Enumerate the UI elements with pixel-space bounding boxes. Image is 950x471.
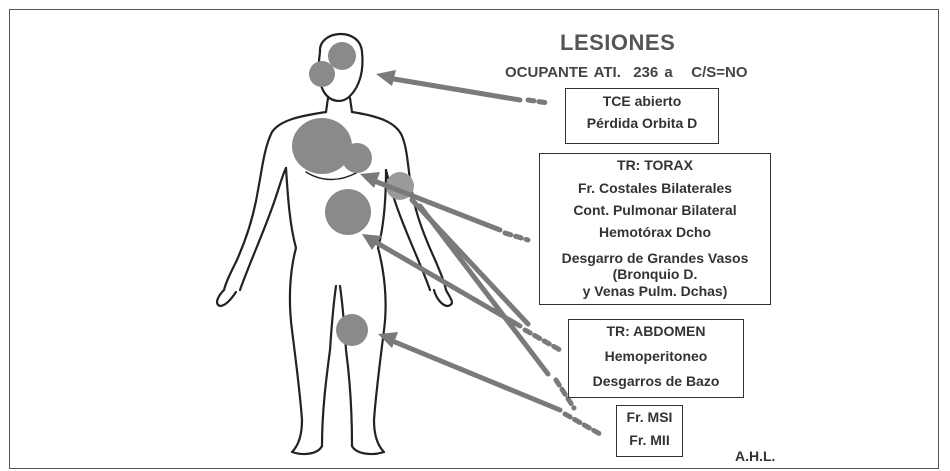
author-initials: A.H.L. bbox=[735, 448, 775, 464]
abdomen-injury-2: Desgarros de Bazo bbox=[569, 373, 743, 389]
arrow-knee bbox=[390, 340, 560, 410]
thorax-injury-4: Desgarro de Grandes Vasos bbox=[540, 250, 770, 266]
head-injury-1: TCE abierto bbox=[566, 93, 718, 109]
diagram-subtitle: OCUPANTE ATI. 236 a C/S=NO bbox=[505, 64, 748, 81]
arrow-abdomen-1 bbox=[372, 240, 520, 326]
box-limb-injuries: Fr. MSI Fr. MII bbox=[616, 405, 683, 457]
lesion-thorax-left bbox=[342, 143, 372, 173]
lesion-knee bbox=[336, 314, 368, 346]
diagram-title: LESIONES bbox=[560, 30, 675, 56]
arrow-head bbox=[388, 78, 520, 100]
lesion-head-top bbox=[328, 42, 356, 70]
thorax-injury-4c: y Venas Pulm. Dchas) bbox=[540, 283, 770, 299]
limb-injury-2: Fr. MII bbox=[617, 432, 682, 448]
head-injury-2: Pérdida Orbita D bbox=[566, 115, 718, 131]
lesion-thorax-right bbox=[292, 118, 352, 174]
thorax-injury-1: Fr. Costales Bilaterales bbox=[540, 180, 770, 196]
thorax-injury-4b: (Bronquio D. bbox=[540, 266, 770, 282]
arrow-ribs-limbs bbox=[420, 206, 548, 374]
lesion-abdomen bbox=[325, 189, 371, 235]
box-head-injuries: TCE abierto Pérdida Orbita D bbox=[565, 88, 719, 144]
box-thorax-injuries: TR: TORAX Fr. Costales Bilaterales Cont.… bbox=[539, 153, 771, 305]
thorax-injury-3: Hemotórax Dcho bbox=[540, 224, 770, 240]
lesion-orbit bbox=[309, 61, 335, 87]
limb-injury-1: Fr. MSI bbox=[617, 409, 682, 425]
box-abdomen-injuries: TR: ABDOMEN Hemoperitoneo Desgarros de B… bbox=[568, 319, 744, 398]
thorax-injury-2: Cont. Pulmonar Bilateral bbox=[540, 202, 770, 218]
body-outline bbox=[217, 34, 452, 454]
lesion-spots bbox=[292, 42, 414, 346]
thorax-header: TR: TORAX bbox=[540, 157, 770, 173]
abdomen-header: TR: ABDOMEN bbox=[569, 323, 743, 339]
abdomen-injury-1: Hemoperitoneo bbox=[569, 348, 743, 364]
